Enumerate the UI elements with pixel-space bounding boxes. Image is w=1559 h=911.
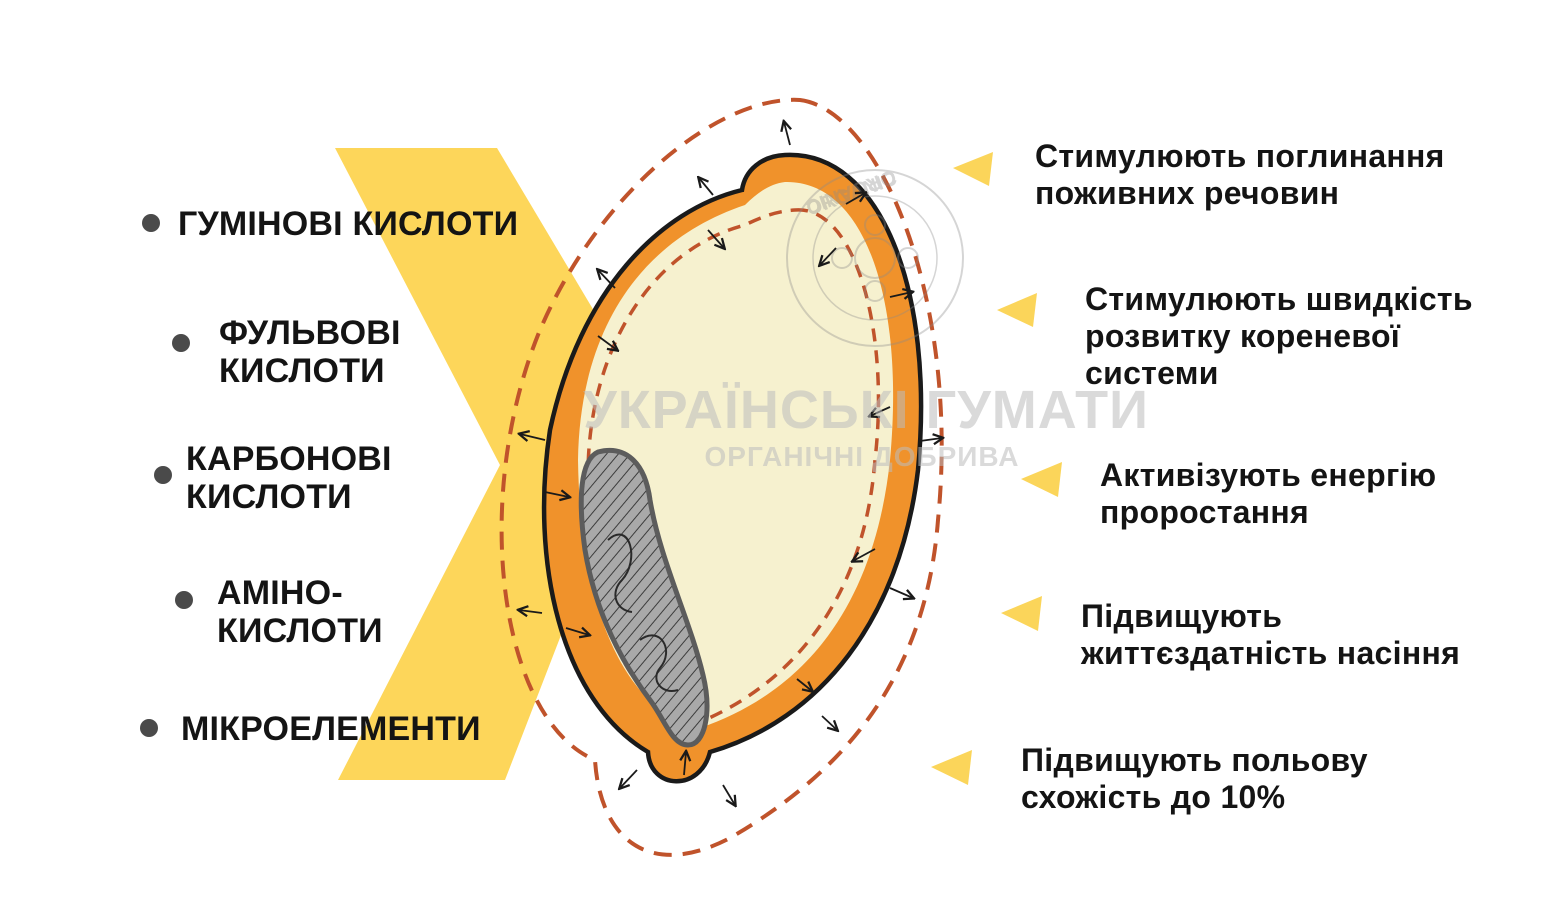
arrow <box>870 406 891 416</box>
bullet-carbon <box>154 466 172 484</box>
arrow <box>684 752 686 776</box>
arrow <box>784 122 790 146</box>
bullet-fulvic <box>172 334 190 352</box>
label-humic-acids: ГУМІНОВІ КИСЛОТИ <box>178 205 519 243</box>
bullet-micro <box>140 719 158 737</box>
pointer-triangle <box>1021 462 1062 497</box>
arrow <box>821 715 837 730</box>
arrow <box>722 784 735 805</box>
arrow <box>707 229 724 248</box>
embryo-vein-1 <box>607 533 633 613</box>
arrow <box>544 492 569 497</box>
arrow <box>520 434 546 440</box>
label-nutrient-uptake: Стимулюють поглинання поживних речовин <box>1035 138 1445 211</box>
arrow <box>820 247 837 265</box>
label-seed-viability: Підвищують життєздатність насіння <box>1081 598 1461 671</box>
arrow <box>597 335 617 350</box>
bullet-amino <box>175 591 193 609</box>
label-carboxylic-acids: КАРБОНОВІ КИСЛОТИ <box>186 440 392 516</box>
arrow <box>598 270 616 289</box>
bullet-humic <box>142 214 160 232</box>
label-microelements: МІКРОЕЛЕМЕНТИ <box>181 710 481 748</box>
arrow <box>620 769 638 788</box>
pointer-triangle <box>953 152 993 186</box>
arrow <box>845 193 865 205</box>
pointer-triangle <box>931 750 972 785</box>
label-root-growth: Стимулюють швидкість розвитку кореневої … <box>1085 281 1473 391</box>
arrow <box>889 292 912 297</box>
label-field-germination: Підвищують польову схожість до 10% <box>1021 742 1368 815</box>
pointer-triangle <box>1001 596 1042 631</box>
arrow <box>889 587 913 598</box>
arrow <box>519 610 543 613</box>
pointer-triangle <box>997 293 1037 327</box>
embryo <box>578 448 710 748</box>
outer-dashed-contour <box>499 97 944 857</box>
label-amino-acids: АМІНО- КИСЛОТИ <box>217 574 383 650</box>
exchange-arrows <box>519 122 942 805</box>
watermark-subtitle: ОРГАНІЧНІ ДОБРИВА <box>705 441 1020 472</box>
yellow-banner <box>335 148 650 780</box>
label-fulvic-acids: ФУЛЬВОВІ КИСЛОТИ <box>219 314 401 390</box>
arrow <box>853 548 876 561</box>
label-germination-energy: Активізують енергію проростання <box>1100 457 1437 530</box>
arrow <box>565 628 589 635</box>
arrow <box>699 178 714 196</box>
embryo-vein-2 <box>639 634 679 692</box>
arrow <box>796 678 812 691</box>
watermark-title: УКРАЇНСЬКІ ГУМАТИ <box>583 380 1149 440</box>
arrow <box>919 438 942 441</box>
